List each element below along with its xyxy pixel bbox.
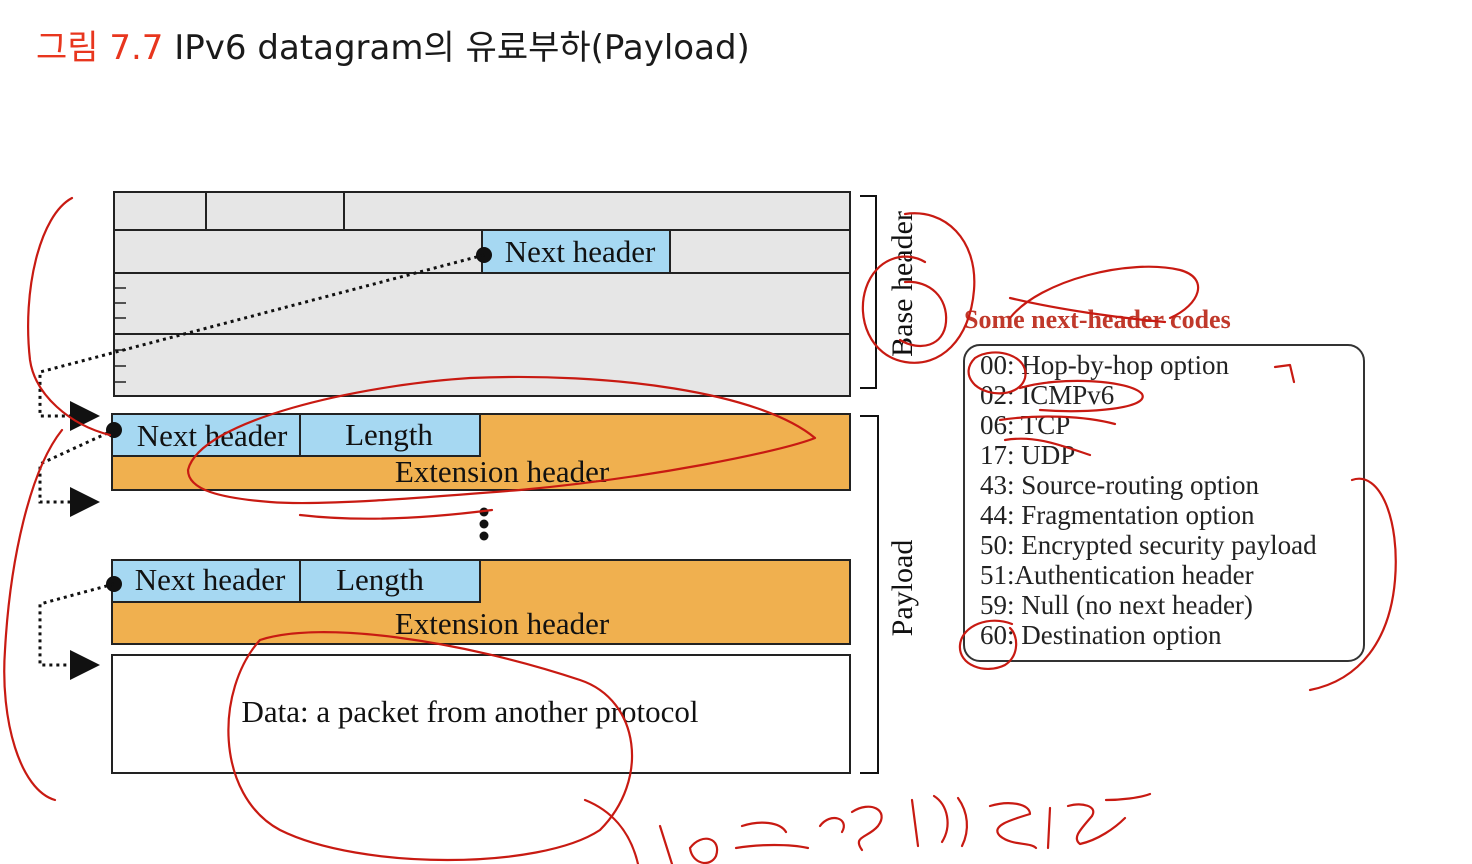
ink-underline-06 — [998, 415, 1117, 426]
ext2-body-label: Extension header — [395, 606, 610, 641]
extension-header-1: Next header Length Extension header — [106, 413, 851, 491]
ink-stroke-4 — [734, 821, 810, 850]
data-label: Data: a packet from another protocol — [241, 694, 698, 729]
ink-stroke-3 — [688, 837, 719, 864]
code-item: 43: Source-routing option — [980, 470, 1259, 500]
ext1-length-field — [299, 413, 481, 457]
ink-base-header-circle — [861, 212, 976, 364]
ink-ellipsis-line — [298, 508, 494, 520]
title-text: IPv6 datagram의 유료부하(Payload) — [174, 28, 750, 68]
base-next-header-label: Next header — [505, 234, 656, 269]
figure-label: 그림 7.7 — [36, 28, 164, 68]
code-item: 50: Encrypted security payload — [980, 530, 1317, 560]
ink-stroke-5 — [818, 816, 845, 834]
code-item: 00: Hop-by-hop option — [980, 350, 1229, 380]
ink-tick-mark — [1273, 363, 1296, 384]
pointer-arrow-3 — [38, 582, 115, 680]
extension-header-2: Next header Length Extension header — [106, 559, 851, 645]
ink-left-arc-lower — [3, 428, 64, 802]
code-item: 59: Null (no next header) — [980, 590, 1253, 620]
ink-underline-17 — [1003, 437, 1092, 457]
ext2-length-field — [299, 559, 481, 603]
code-item: 44: Fragmentation option — [980, 500, 1255, 530]
ink-data-circle — [227, 631, 633, 862]
ext2-next-header-label: Next header — [135, 562, 286, 597]
ink-stroke-1 — [583, 798, 640, 864]
ink-stroke-6 — [850, 805, 883, 852]
next-header-codes-panel: Some next-header codes 00: Hop-by-hop op… — [963, 305, 1365, 662]
ext2-length-label: Length — [336, 562, 424, 597]
ink-codes-title-arc — [1008, 265, 1200, 320]
ext1-length-label: Length — [345, 417, 433, 452]
ink-stroke-2 — [658, 824, 674, 864]
ink-stroke-7 — [910, 794, 968, 848]
base-header-side-label: Base header — [886, 211, 919, 357]
data-box: Data: a packet from another protocol — [111, 654, 851, 774]
pointer-arrow-2 — [38, 428, 115, 517]
code-item: 60: Destination option — [980, 620, 1222, 650]
base-header: Next header — [113, 191, 851, 397]
payload-side-label: Payload — [886, 540, 919, 637]
payload-bracket — [860, 415, 879, 774]
handwritten-annotations — [3, 196, 1397, 864]
code-item: 02: ICMPv6 — [980, 380, 1114, 410]
ink-circle-60 — [958, 619, 1018, 670]
ink-circle-00 — [967, 351, 1027, 395]
ink-stroke-8 — [988, 802, 1038, 850]
ink-base-header-circle-inner — [898, 280, 948, 348]
ink-extension-loop — [186, 375, 817, 505]
codes-title: Some next-header codes — [964, 305, 1231, 334]
code-item: 51:Authentication header — [980, 560, 1254, 590]
ink-circle-02 — [1018, 379, 1144, 413]
ext1-body-label: Extension header — [395, 454, 610, 489]
ink-stroke-9 — [1046, 792, 1152, 850]
ink-right-bracket — [1308, 477, 1397, 692]
ink-left-arc-upper — [27, 196, 112, 437]
next-header-pointers — [38, 253, 485, 680]
base-header-bracket — [860, 195, 877, 389]
ext1-next-header-label: Next header — [137, 418, 288, 453]
side-brackets — [860, 195, 879, 774]
page-title: 그림 7.7 IPv6 datagram의 유료부하(Payload) — [36, 20, 750, 69]
code-item: 06: TCP — [980, 410, 1070, 440]
ink-codes-title-underline — [1008, 296, 1167, 324]
